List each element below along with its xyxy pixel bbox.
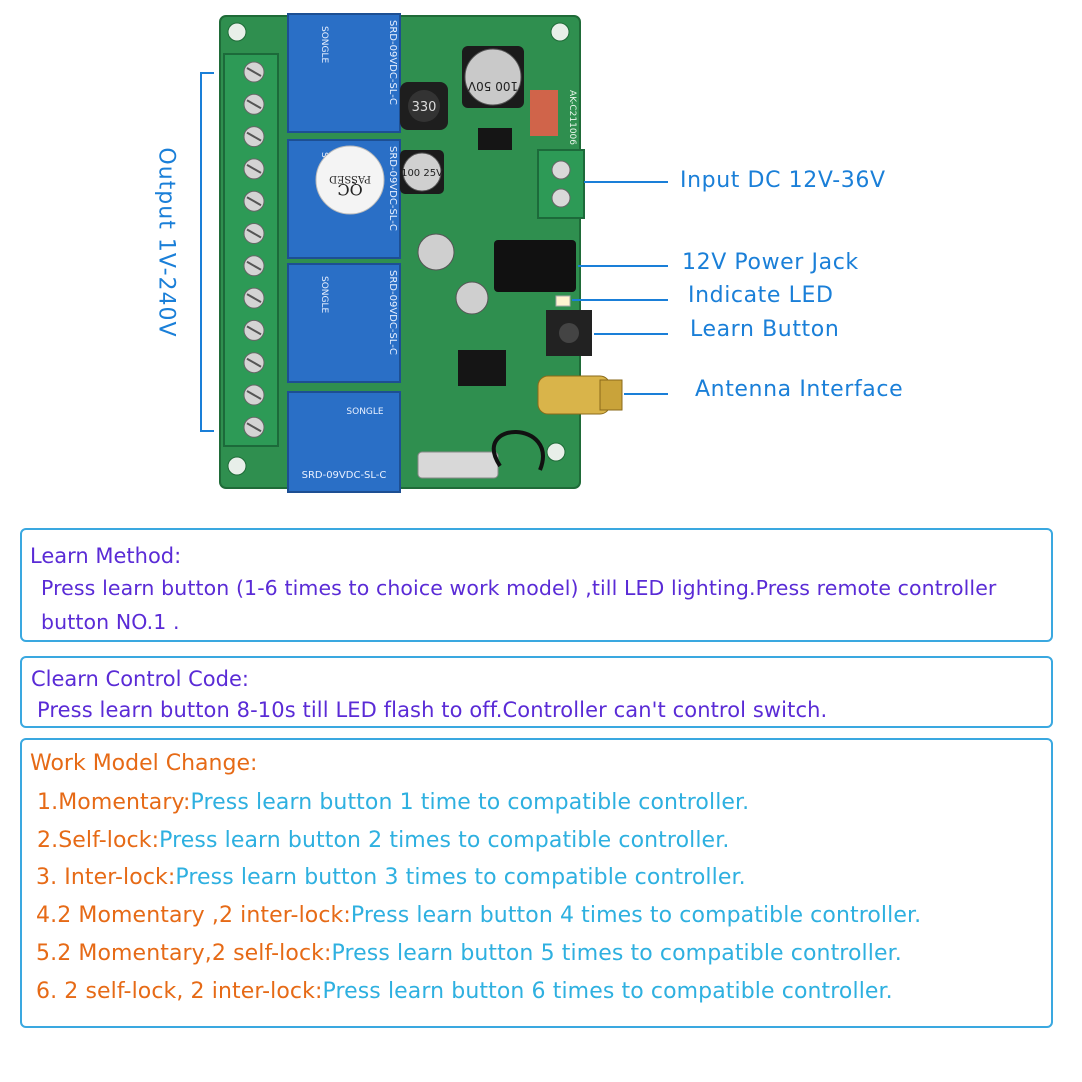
- relay: SRD-09VDC-SL-C SONGLE: [287, 13, 401, 133]
- callout-antenna: Antenna Interface: [695, 377, 904, 402]
- terminal-screw-slot: [246, 293, 262, 303]
- output-bracket: [200, 72, 214, 432]
- terminal-screw-slot: [246, 325, 262, 336]
- clear-code-title: Clearn Control Code:: [31, 667, 249, 691]
- terminal-screw-slot: [246, 260, 262, 271]
- clear-code-box: Clearn Control Code: Press learn button …: [20, 656, 1053, 728]
- terminal-screw-slot: [246, 67, 262, 77]
- work-model-desc: Press learn button 5 times to compatible…: [331, 940, 902, 966]
- terminal-screw-slot: [246, 357, 262, 368]
- work-model-mode: 4.2 Momentary ,2 inter-lock:: [36, 903, 351, 929]
- terminal-screw-slot: [246, 390, 262, 400]
- work-model-item: 3. Inter-lock:Press learn button 3 times…: [36, 865, 746, 890]
- work-model-desc: Press learn button 2 times to compatible…: [159, 827, 730, 853]
- work-model-mode: 1.Momentary:: [37, 790, 191, 815]
- work-model-item: 5.2 Momentary,2 self-lock:Press learn bu…: [36, 941, 902, 966]
- terminal-screws: [243, 61, 265, 438]
- output-voltage-label: Output 1V-240V: [153, 147, 179, 338]
- work-model-mode: 6. 2 self-lock, 2 inter-lock:: [36, 978, 323, 1004]
- capacitor-large-label: 100 50V: [467, 79, 518, 93]
- relay-brand-label: SONGLE: [319, 26, 329, 64]
- relay: SRD-09VDC-SL-C SONGLE: [287, 391, 401, 493]
- work-model-mode: 2.Self-lock:: [37, 827, 160, 853]
- indicator-led: [555, 295, 571, 307]
- capacitor-round: [417, 233, 455, 271]
- clear-code-line1: Press learn button 8-10s till LED flash …: [37, 698, 828, 722]
- relay-model-label: SRD-09VDC-SL-C: [302, 470, 387, 481]
- relay-model-label: SRD-09VDC-SL-C: [387, 270, 398, 355]
- learn-method-title: Learn Method:: [30, 544, 182, 568]
- antenna-connector: [537, 375, 611, 415]
- work-model-desc: Press learn button 3 times to compatible…: [175, 865, 746, 891]
- relay-model-label: SRD-09VDC-SL-C: [387, 20, 398, 105]
- callout-learn-button: Learn Button: [690, 317, 840, 342]
- relay-body: [287, 263, 401, 383]
- terminal-screw-slot: [246, 164, 262, 174]
- callout-power-jack: 12V Power Jack: [682, 250, 859, 275]
- inductor-label: 330: [412, 100, 437, 115]
- work-model-desc: Press learn button 6 times to compatible…: [322, 978, 893, 1004]
- relay: SRD-09VDC-SL-C SONGLE: [287, 263, 401, 383]
- terminal-screw-slot: [246, 131, 262, 142]
- relay-body: [287, 391, 401, 493]
- ic-chip: [478, 128, 512, 150]
- relay-brand-label: SONGLE: [346, 407, 384, 417]
- work-model-item: 1.Momentary:Press learn button 1 time to…: [37, 790, 749, 815]
- callout-input-dc: Input DC 12V-36V: [680, 168, 886, 193]
- work-model-desc: Press learn button 4 times to compatible…: [350, 903, 922, 929]
- input-terminal: [537, 149, 585, 219]
- work-model-mode: 3. Inter-lock:: [36, 865, 176, 891]
- terminal-screw-slot: [246, 422, 262, 433]
- relays: SRD-09VDC-SL-C SONGLE SRD-09VDC-SL-C SONGLE…: [287, 13, 401, 493]
- learn-method-line1: Press learn button (1-6 times to choice …: [41, 576, 997, 600]
- work-model-mode: 5.2 Momentary,2 self-lock:: [36, 940, 332, 966]
- relay-model-label: SRD-09VDC-SL-C: [387, 146, 398, 231]
- power-jack: [494, 240, 576, 292]
- relay-body: [287, 13, 401, 133]
- mount-hole: [546, 442, 566, 462]
- work-model-desc: Press learn button 1 time to compatible …: [190, 790, 750, 815]
- qc-sticker-line2: PASSED: [329, 173, 371, 184]
- work-model-item: 4.2 Momentary ,2 inter-lock:Press learn …: [36, 903, 921, 928]
- work-model-item: 2.Self-lock:Press learn button 2 times t…: [37, 828, 729, 853]
- terminal-screw-slot: [246, 196, 262, 207]
- output-terminal-block: [223, 53, 279, 447]
- mount-hole: [550, 22, 570, 42]
- learn-method-box: Learn Method: Press learn button (1-6 ti…: [20, 528, 1053, 642]
- learn-method-line2: button NO.1 .: [41, 610, 180, 634]
- antenna-wire: [491, 430, 545, 471]
- work-model-item: 6. 2 self-lock, 2 inter-lock:Press learn…: [36, 979, 893, 1004]
- qc-sticker: [315, 145, 385, 215]
- ic-chip-main: [458, 350, 506, 386]
- fuse: [530, 90, 558, 136]
- crystal: [417, 451, 499, 479]
- mount-hole: [227, 456, 247, 476]
- relay-brand-label: SONGLE: [319, 276, 329, 314]
- relay-board-diagram: SRD-09VDC-SL-C SONGLE SRD-09VDC-SL-C SONGLE…: [219, 13, 668, 493]
- terminal-screw-slot: [246, 99, 262, 110]
- capacitor-round-2: [455, 281, 489, 315]
- work-model-box: Work Model Change: 1.Momentary:Press lea…: [20, 738, 1053, 1028]
- callout-indicate-led: Indicate LED: [688, 283, 834, 308]
- qc-sticker-line1: QC: [337, 180, 362, 199]
- terminal-screw-slot: [246, 228, 262, 239]
- work-model-title: Work Model Change:: [30, 751, 258, 776]
- capacitor-small-label: 100 25V: [401, 168, 443, 179]
- mount-hole: [227, 22, 247, 42]
- board-model-label: AK-C211006: [567, 90, 577, 145]
